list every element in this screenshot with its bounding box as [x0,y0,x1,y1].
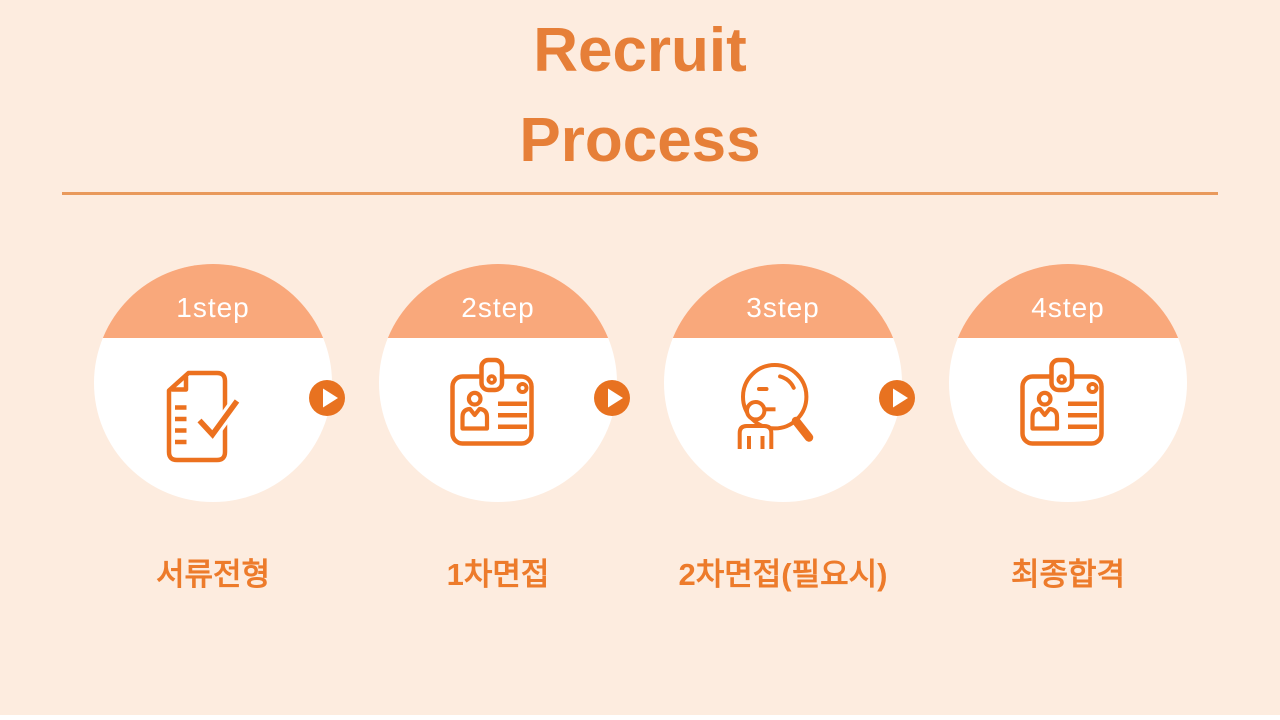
step-circle-2: 2step [379,264,617,502]
next-step-arrow-icon [594,380,630,416]
step-label-1: 서류전형 [155,557,271,592]
title-line-2: Process [519,106,761,175]
title-divider [62,192,1218,195]
step-number-label: 2step [461,291,535,323]
step-number-label: 1step [176,291,250,323]
id-badge-icon [1013,355,1123,465]
bottom-edge-strip [0,715,1280,720]
next-step-arrow-icon [879,380,915,416]
step-cap-2: 2step [379,264,617,338]
step-cap-1: 1step [94,264,332,338]
step-number-label: 4step [1031,291,1105,323]
person-search-icon [728,360,838,470]
step-label-3: 2차면접(필요시) [678,557,888,592]
step-circle-1: 1step [94,264,332,502]
document-check-icon [158,360,268,470]
id-badge-icon [443,355,553,465]
step-label-2: 1차면접 [446,557,550,592]
title-line-1: Recruit [533,16,747,85]
step-cap-3: 3step [664,264,902,338]
next-step-arrow-icon [309,380,345,416]
step-circle-4: 4step [949,264,1187,502]
step-number-label: 3step [746,291,820,323]
step-cap-4: 4step [949,264,1187,338]
page-title: Recruit Process [0,6,1280,186]
step-label-4: 최종합격 [1010,557,1126,592]
step-circle-3: 3step [664,264,902,502]
